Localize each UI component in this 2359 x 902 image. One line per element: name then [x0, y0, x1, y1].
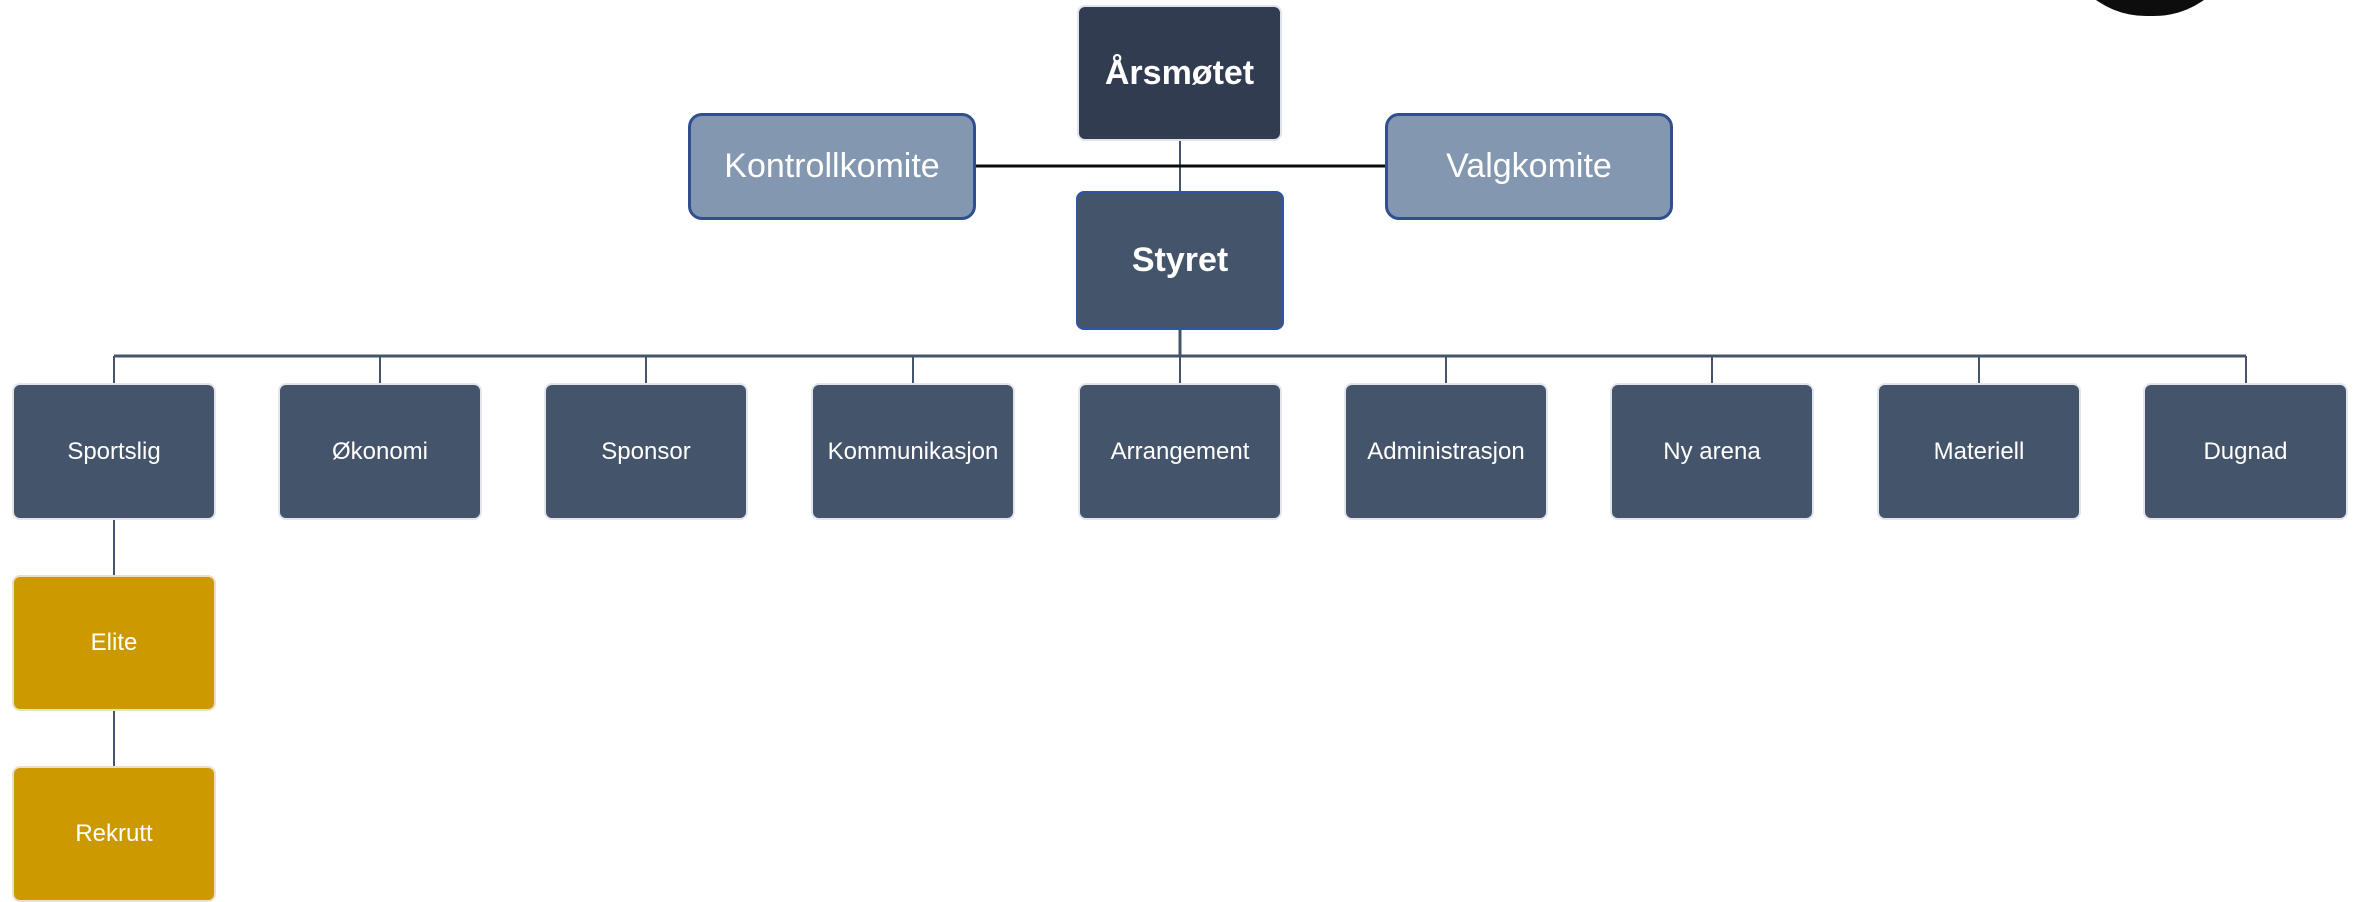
node-elite: Elite [12, 575, 216, 711]
node-kontrollkomite: Kontrollkomite [688, 113, 976, 220]
node-rekrutt: Rekrutt [12, 766, 216, 902]
node-sponsor: Sponsor [544, 383, 748, 520]
node-arsmotet: Årsmøtet [1077, 5, 1282, 141]
node-sportslig: Sportslig [12, 383, 216, 520]
node-administrasjon: Administrasjon [1344, 383, 1548, 520]
node-kommunikasjon: Kommunikasjon [811, 383, 1015, 520]
node-okonomi: Økonomi [278, 383, 482, 520]
node-dugnad: Dugnad [2143, 383, 2348, 520]
node-styret: Styret [1076, 191, 1284, 330]
node-ny-arena: Ny arena [1610, 383, 1814, 520]
node-arrangement: Arrangement [1078, 383, 1282, 520]
node-materiell: Materiell [1877, 383, 2081, 520]
node-valgkomite: Valgkomite [1385, 113, 1673, 220]
